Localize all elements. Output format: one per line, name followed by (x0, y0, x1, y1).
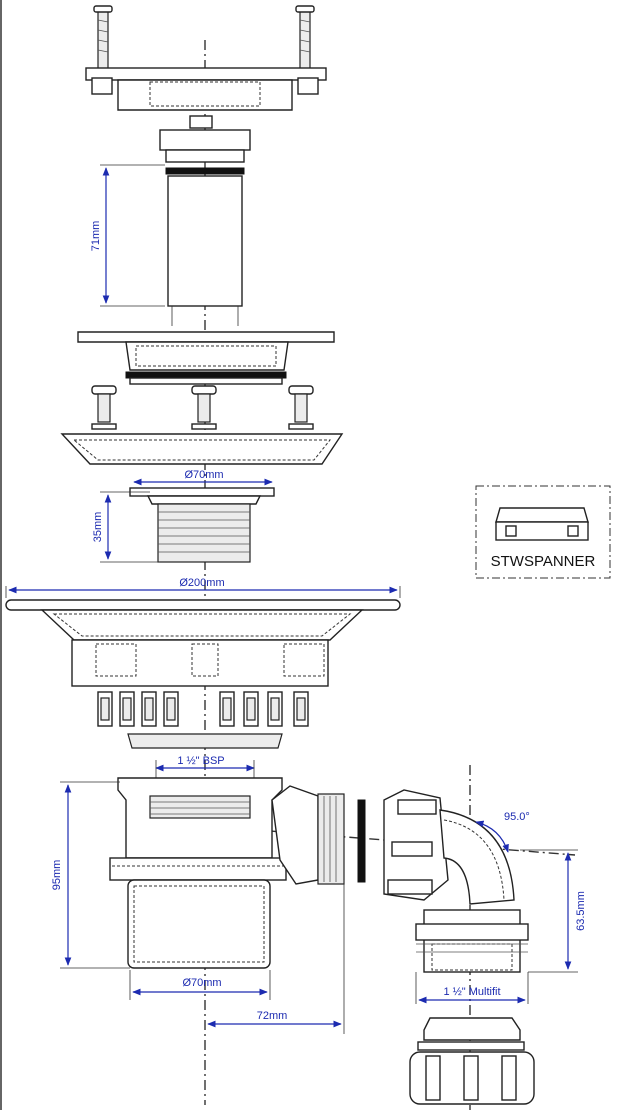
dimension-flange-diameter: Ø200mm (5, 577, 401, 598)
elbow-connector (383, 789, 529, 973)
label-tube-height: 71mm (90, 221, 102, 252)
waste-body-upper: Ø70mm (129, 469, 275, 563)
dimension-outlet-offset: 72mm (207, 880, 345, 1034)
label-multifit: 1 ½" Multifit (443, 986, 500, 998)
label-trap-height: 95mm (51, 860, 63, 891)
bowl-section (60, 433, 344, 465)
bolts-row (91, 385, 314, 430)
dimension-angle: 95.0° (475, 811, 530, 853)
sink-flange (5, 599, 401, 687)
dimension-trap-height: 95mm (51, 781, 130, 969)
label-outlet-height: 63.5mm (575, 891, 587, 931)
washer (127, 733, 283, 749)
overflow-tube (159, 129, 251, 326)
label-flange-diameter: Ø200mm (179, 577, 224, 589)
accessory-label: STWSPANNER (491, 553, 596, 570)
label-bsp: 1 ½" BSP (177, 755, 224, 767)
dimension-thread-height: 35mm (92, 491, 160, 563)
dimension-outlet-height: 63.5mm (520, 849, 587, 973)
label-angle: 95.0° (504, 811, 530, 823)
label-waste-diameter: Ø70mm (184, 469, 223, 481)
strainer-plate (85, 67, 327, 129)
label-trap-diameter: Ø70mm (182, 977, 221, 989)
multifit-nut (409, 1017, 535, 1105)
trap-body (109, 777, 366, 969)
top-screws (93, 5, 315, 71)
label-thread-height: 35mm (92, 512, 104, 543)
dimension-trap-diameter: Ø70mm (129, 970, 271, 1000)
clip-row (97, 691, 309, 727)
dimension-multifit: 1 ½" Multifit (415, 972, 529, 1004)
dimension-tube-height: 71mm (90, 164, 165, 307)
waste-collar (77, 331, 335, 385)
label-outlet-offset: 72mm (257, 1010, 288, 1022)
accessory-box: STWSPANNER (475, 485, 611, 579)
